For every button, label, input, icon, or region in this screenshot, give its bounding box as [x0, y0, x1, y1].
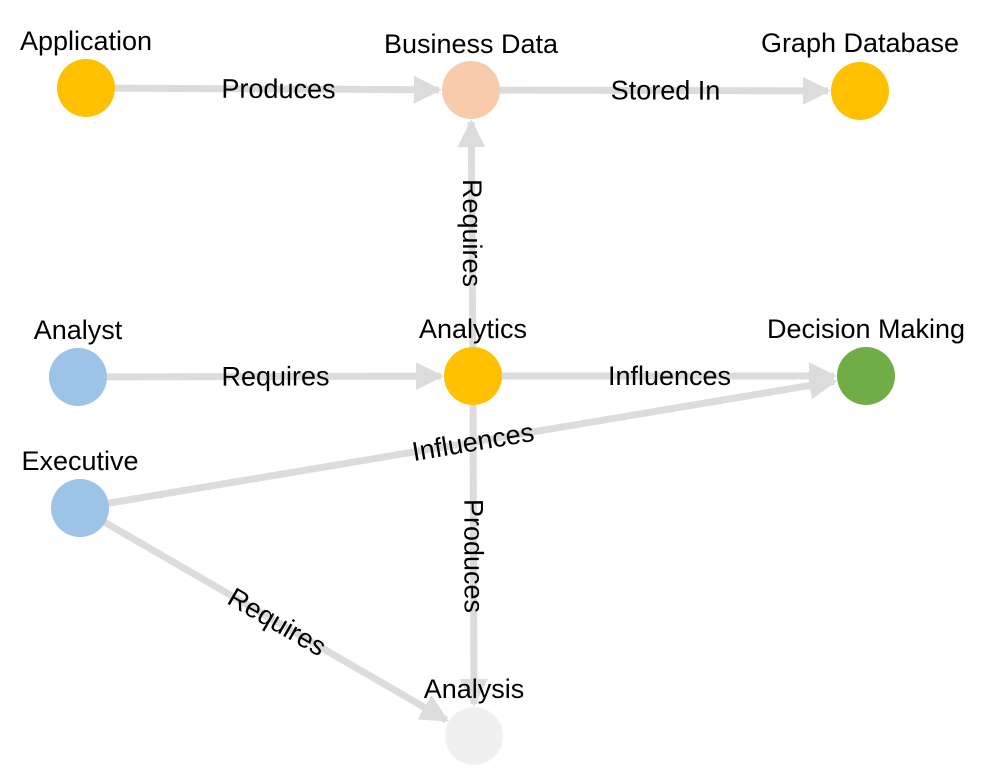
- node-decision-making[interactable]: Decision Making: [767, 314, 965, 405]
- edge-analytics-to-analysis: [459, 404, 488, 707]
- node-circle[interactable]: [51, 479, 109, 537]
- edge-line: [106, 362, 444, 391]
- node-application[interactable]: Application: [20, 26, 152, 117]
- node-graph-database[interactable]: Graph Database: [761, 28, 959, 120]
- edge-label: Influences: [608, 361, 731, 391]
- node-circle[interactable]: [837, 347, 895, 405]
- edges-layer: [103, 75, 838, 724]
- edge-analytics-to-business-data: [457, 119, 486, 348]
- node-label: Application: [20, 26, 152, 56]
- edge-label: Requires: [223, 582, 332, 662]
- node-label: Analysis: [424, 674, 525, 704]
- edge-business-data-to-graph-database: [499, 76, 831, 105]
- nodes-layer: Application Business Data Graph DatabaseAn…: [20, 26, 965, 765]
- node-label: Business Data: [384, 29, 559, 59]
- node-business-data[interactable]: Business Data: [384, 29, 559, 119]
- edge-analyst-to-analytics: [106, 362, 444, 391]
- edge-executive-to-analysis: [103, 519, 449, 724]
- edge-label: Requires: [221, 361, 329, 391]
- node-analyst[interactable]: Analyst: [34, 315, 123, 406]
- edge-line: [103, 519, 449, 724]
- edge-label: Stored In: [611, 75, 721, 105]
- node-circle[interactable]: [49, 348, 107, 406]
- edge-line: [114, 75, 442, 104]
- node-analysis[interactable]: Analysis: [424, 674, 525, 765]
- node-executive[interactable]: Executive: [21, 446, 139, 537]
- edge-label: Produces: [221, 74, 335, 105]
- node-circle[interactable]: [57, 59, 115, 117]
- node-label: Decision Making: [767, 314, 965, 344]
- edge-line: [457, 119, 486, 348]
- edge-application-to-business-data: [114, 75, 442, 104]
- node-circle[interactable]: [442, 61, 500, 119]
- node-label: Executive: [21, 446, 138, 476]
- edge-label: Produces: [458, 499, 488, 613]
- edge-label: Requires: [457, 179, 487, 287]
- node-circle[interactable]: [445, 707, 503, 765]
- node-label: Graph Database: [761, 28, 959, 58]
- node-label: Analytics: [419, 314, 527, 344]
- node-label: Analyst: [34, 315, 123, 345]
- edge-line: [459, 404, 488, 707]
- node-circle[interactable]: [831, 62, 889, 120]
- edge-line: [499, 76, 831, 105]
- node-circle[interactable]: [444, 347, 502, 405]
- node-analytics[interactable]: Analytics: [419, 314, 527, 405]
